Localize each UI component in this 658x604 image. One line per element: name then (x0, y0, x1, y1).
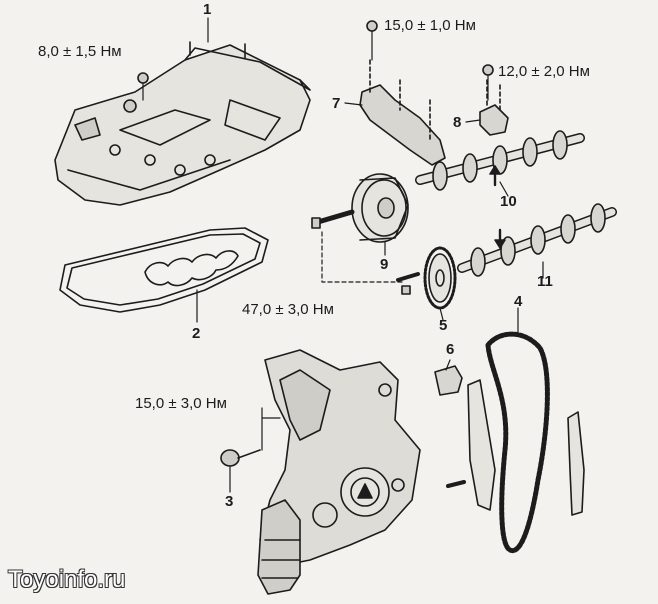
callout-9: 9 (380, 256, 389, 273)
vvt-sprocket-part (351, 173, 409, 243)
chain-tensioner-part (434, 365, 463, 396)
bolt-icon (482, 64, 494, 76)
torque-label-cam-cap: 12,0 ± 2,0 Нм (498, 63, 590, 80)
callout-8: 8 (453, 114, 462, 131)
tensioner-plug-part (220, 449, 261, 467)
gasket-part (59, 227, 269, 313)
callout-11: 11 (537, 273, 553, 290)
guide-bolt-part (446, 480, 466, 488)
callout-1: 1 (203, 1, 212, 18)
timing-chain-part (485, 331, 550, 554)
callout-3: 3 (225, 493, 234, 510)
slipper-guide-part (567, 411, 585, 516)
sprocket-small-bolt-part (396, 272, 420, 295)
callout-5: 5 (439, 317, 448, 334)
torque-label-valve-cover: 8,0 ± 1,5 Нм (38, 43, 122, 60)
camshaft-exhaust-part (415, 130, 585, 191)
bolt-icon (137, 72, 149, 84)
torque-label-tensioner-plug: 15,0 ± 3,0 Нм (135, 395, 227, 412)
bolt-icon (366, 20, 378, 32)
callout-4: 4 (514, 293, 523, 310)
chain-guide-part (467, 379, 496, 511)
callout-2: 2 (192, 325, 201, 342)
torque-label-sprocket: 47,0 ± 3,0 Нм (242, 301, 334, 318)
callout-10: 10 (500, 193, 517, 210)
timing-cover-part (257, 349, 421, 595)
cam-sprocket-part (423, 246, 457, 310)
sprocket-bolt-part (311, 209, 355, 229)
bearing-cap-part (359, 59, 446, 166)
torque-label-bearing-cap: 15,0 ± 1,0 Нм (384, 17, 476, 34)
callout-7: 7 (332, 95, 341, 112)
valve-cover-part (54, 41, 311, 206)
cam-cap-part (479, 79, 509, 136)
watermark: Toyoinfo.ru (8, 566, 126, 593)
camshaft-intake-part (457, 203, 617, 277)
callout-6: 6 (446, 341, 455, 358)
